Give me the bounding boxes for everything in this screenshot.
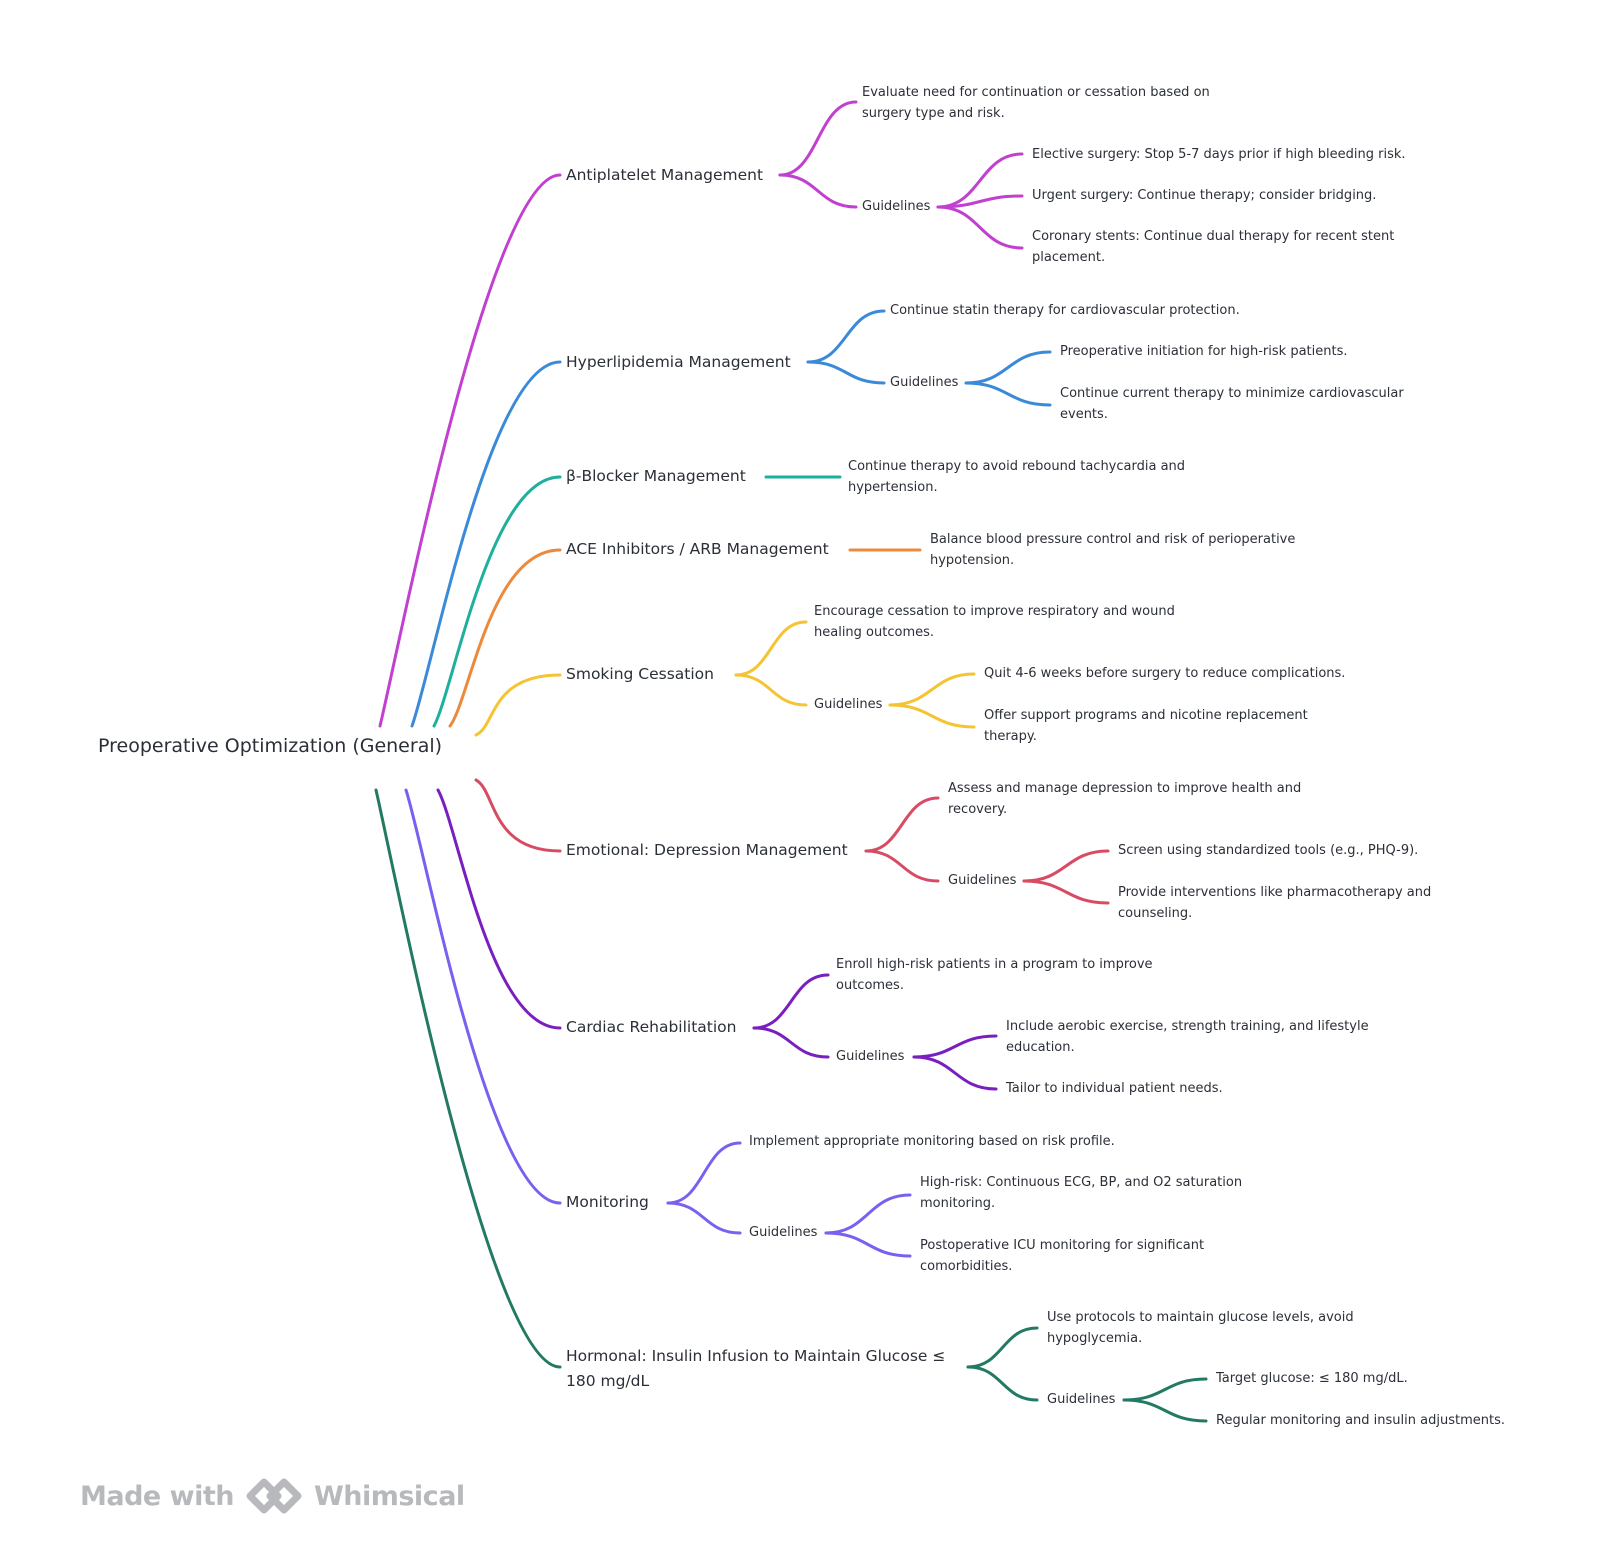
insulin-guidelines[interactable]: Guidelines: [1047, 1392, 1116, 1407]
link-antiplatelet-guideline-1: [936, 194, 1024, 209]
branch-beta-blocker[interactable]: β-Blocker Management: [566, 467, 746, 485]
link-monitoring-guidelines: [666, 1201, 742, 1235]
link-smoking-guideline-1: [888, 703, 976, 729]
beta-blocker-summary[interactable]: Continue therapy to avoid rebound tachyc…: [848, 459, 1186, 495]
antiplatelet-guidelines[interactable]: Guidelines: [862, 199, 931, 214]
cardiac-rehab-guidelines[interactable]: Guidelines: [836, 1049, 905, 1064]
hyperlipidemia-guideline-initiation[interactable]: Preoperative initiation for high-risk pa…: [1060, 344, 1348, 359]
hyperlipidemia-summary[interactable]: Continue statin therapy for cardiovascul…: [890, 303, 1240, 318]
branch-monitoring[interactable]: Monitoring: [566, 1193, 649, 1211]
branch-smoking[interactable]: Smoking Cessation: [566, 665, 714, 683]
link-antiplatelet-guideline-2: [936, 205, 1024, 250]
link-insulin-guideline-0: [1122, 1377, 1208, 1402]
branch-antiplatelet[interactable]: Antiplatelet Management: [566, 166, 764, 184]
antiplatelet-summary[interactable]: Evaluate need for continuation or cessat…: [862, 85, 1210, 121]
root-node[interactable]: Preoperative Optimization (General): [98, 735, 443, 757]
link-depression-guideline-1: [1022, 879, 1110, 905]
insulin-summary[interactable]: Use protocols to maintain glucose levels…: [1047, 1310, 1354, 1346]
monitoring-guidelines[interactable]: Guidelines: [749, 1225, 818, 1240]
link-smoking-guidelines: [734, 673, 808, 707]
cardiac-rehab-guideline-tailor[interactable]: Tailor to individual patient needs.: [1006, 1081, 1223, 1096]
link-monitoring-guideline-0: [824, 1193, 912, 1235]
depression-guidelines[interactable]: Guidelines: [948, 873, 1017, 888]
link-cardiac-rehab-guidelines: [752, 1026, 830, 1059]
link-root-to-hyperlipidemia: [410, 360, 562, 728]
link-root-to-smoking: [474, 673, 562, 737]
link-smoking-guideline-0: [888, 672, 976, 707]
insulin-guideline-target[interactable]: Target glucose: ≤ 180 mg/dL.: [1216, 1371, 1408, 1386]
link-depression-guidelines: [864, 849, 940, 883]
link-antiplatelet-guideline-0: [936, 152, 1024, 209]
link-hyperlipidemia-guideline-1: [964, 381, 1052, 407]
link-depression-guideline-0: [1022, 849, 1110, 883]
branch-depression[interactable]: Emotional: Depression Management: [566, 841, 848, 859]
link-root-to-monitoring: [404, 788, 562, 1205]
link-root-to-antiplatelet: [378, 173, 562, 728]
link-insulin-guideline-1: [1122, 1398, 1208, 1423]
branch-insulin[interactable]: Hormonal: Insulin Infusion to Maintain G…: [566, 1347, 946, 1390]
smoking-guideline-quit[interactable]: Quit 4-6 weeks before surgery to reduce …: [984, 666, 1346, 681]
antiplatelet-guideline-urgent[interactable]: Urgent surgery: Continue therapy; consid…: [1032, 188, 1377, 203]
link-root-to-cardiac-rehab: [436, 788, 562, 1030]
hyperlipidemia-guideline-continue[interactable]: Continue current therapy to minimize car…: [1060, 386, 1404, 422]
smoking-guideline-support[interactable]: Offer support programs and nicotine repl…: [984, 708, 1308, 744]
link-cardiac-rehab-guideline-0: [912, 1034, 998, 1059]
link-antiplatelet-guidelines: [778, 173, 858, 209]
watermark-made-with: Made with: [80, 1480, 234, 1512]
link-root-to-depression: [474, 778, 562, 853]
link-hyperlipidemia-guideline-0: [964, 350, 1052, 385]
link-root-to-insulin: [374, 788, 562, 1369]
antiplatelet-guideline-elective[interactable]: Elective surgery: Stop 5-7 days prior if…: [1032, 147, 1406, 162]
monitoring-guideline-high-risk[interactable]: High-risk: Continuous ECG, BP, and O2 sa…: [920, 1175, 1243, 1211]
link-antiplatelet-summary: [778, 100, 858, 177]
antiplatelet-guideline-stents[interactable]: Coronary stents: Continue dual therapy f…: [1032, 229, 1395, 265]
cardiac-rehab-guideline-exercise[interactable]: Include aerobic exercise, strength train…: [1006, 1019, 1369, 1055]
hyperlipidemia-guidelines[interactable]: Guidelines: [890, 375, 959, 390]
branch-hyperlipidemia[interactable]: Hyperlipidemia Management: [566, 353, 791, 371]
smoking-summary[interactable]: Encourage cessation to improve respirato…: [814, 604, 1175, 640]
link-cardiac-rehab-summary: [752, 973, 830, 1030]
link-insulin-summary: [966, 1326, 1039, 1369]
ace-arb-summary[interactable]: Balance blood pressure control and risk …: [930, 532, 1296, 568]
link-root-to-ace-arb: [448, 548, 562, 728]
link-monitoring-summary: [666, 1141, 742, 1205]
depression-guideline-interventions[interactable]: Provide interventions like pharmacothera…: [1118, 885, 1432, 921]
depression-guideline-screen[interactable]: Screen using standardized tools (e.g., P…: [1118, 843, 1419, 858]
monitoring-summary[interactable]: Implement appropriate monitoring based o…: [749, 1134, 1115, 1149]
link-depression-summary: [864, 796, 940, 853]
watermark-brand: Whimsical: [313, 1480, 465, 1512]
branch-ace-arb[interactable]: ACE Inhibitors / ARB Management: [566, 540, 829, 558]
cardiac-rehab-summary[interactable]: Enroll high-risk patients in a program t…: [836, 957, 1153, 993]
link-insulin-guidelines: [966, 1365, 1039, 1402]
insulin-guideline-regular[interactable]: Regular monitoring and insulin adjustmen…: [1216, 1413, 1505, 1428]
link-hyperlipidemia-summary: [806, 309, 886, 364]
branch-cardiac-rehab[interactable]: Cardiac Rehabilitation: [566, 1018, 737, 1036]
link-hyperlipidemia-guidelines: [806, 360, 886, 385]
whimsical-watermark[interactable]: Made with Whimsical: [80, 1476, 465, 1516]
link-monitoring-guideline-1: [824, 1231, 912, 1258]
link-cardiac-rehab-guideline-1: [912, 1055, 998, 1091]
smoking-guidelines[interactable]: Guidelines: [814, 697, 883, 712]
monitoring-guideline-icu[interactable]: Postoperative ICU monitoring for signifi…: [920, 1238, 1205, 1274]
link-root-to-beta-blocker: [432, 475, 562, 728]
whimsical-logo-icon: [246, 1476, 302, 1516]
depression-summary[interactable]: Assess and manage depression to improve …: [948, 781, 1302, 817]
link-smoking-summary: [734, 620, 808, 677]
